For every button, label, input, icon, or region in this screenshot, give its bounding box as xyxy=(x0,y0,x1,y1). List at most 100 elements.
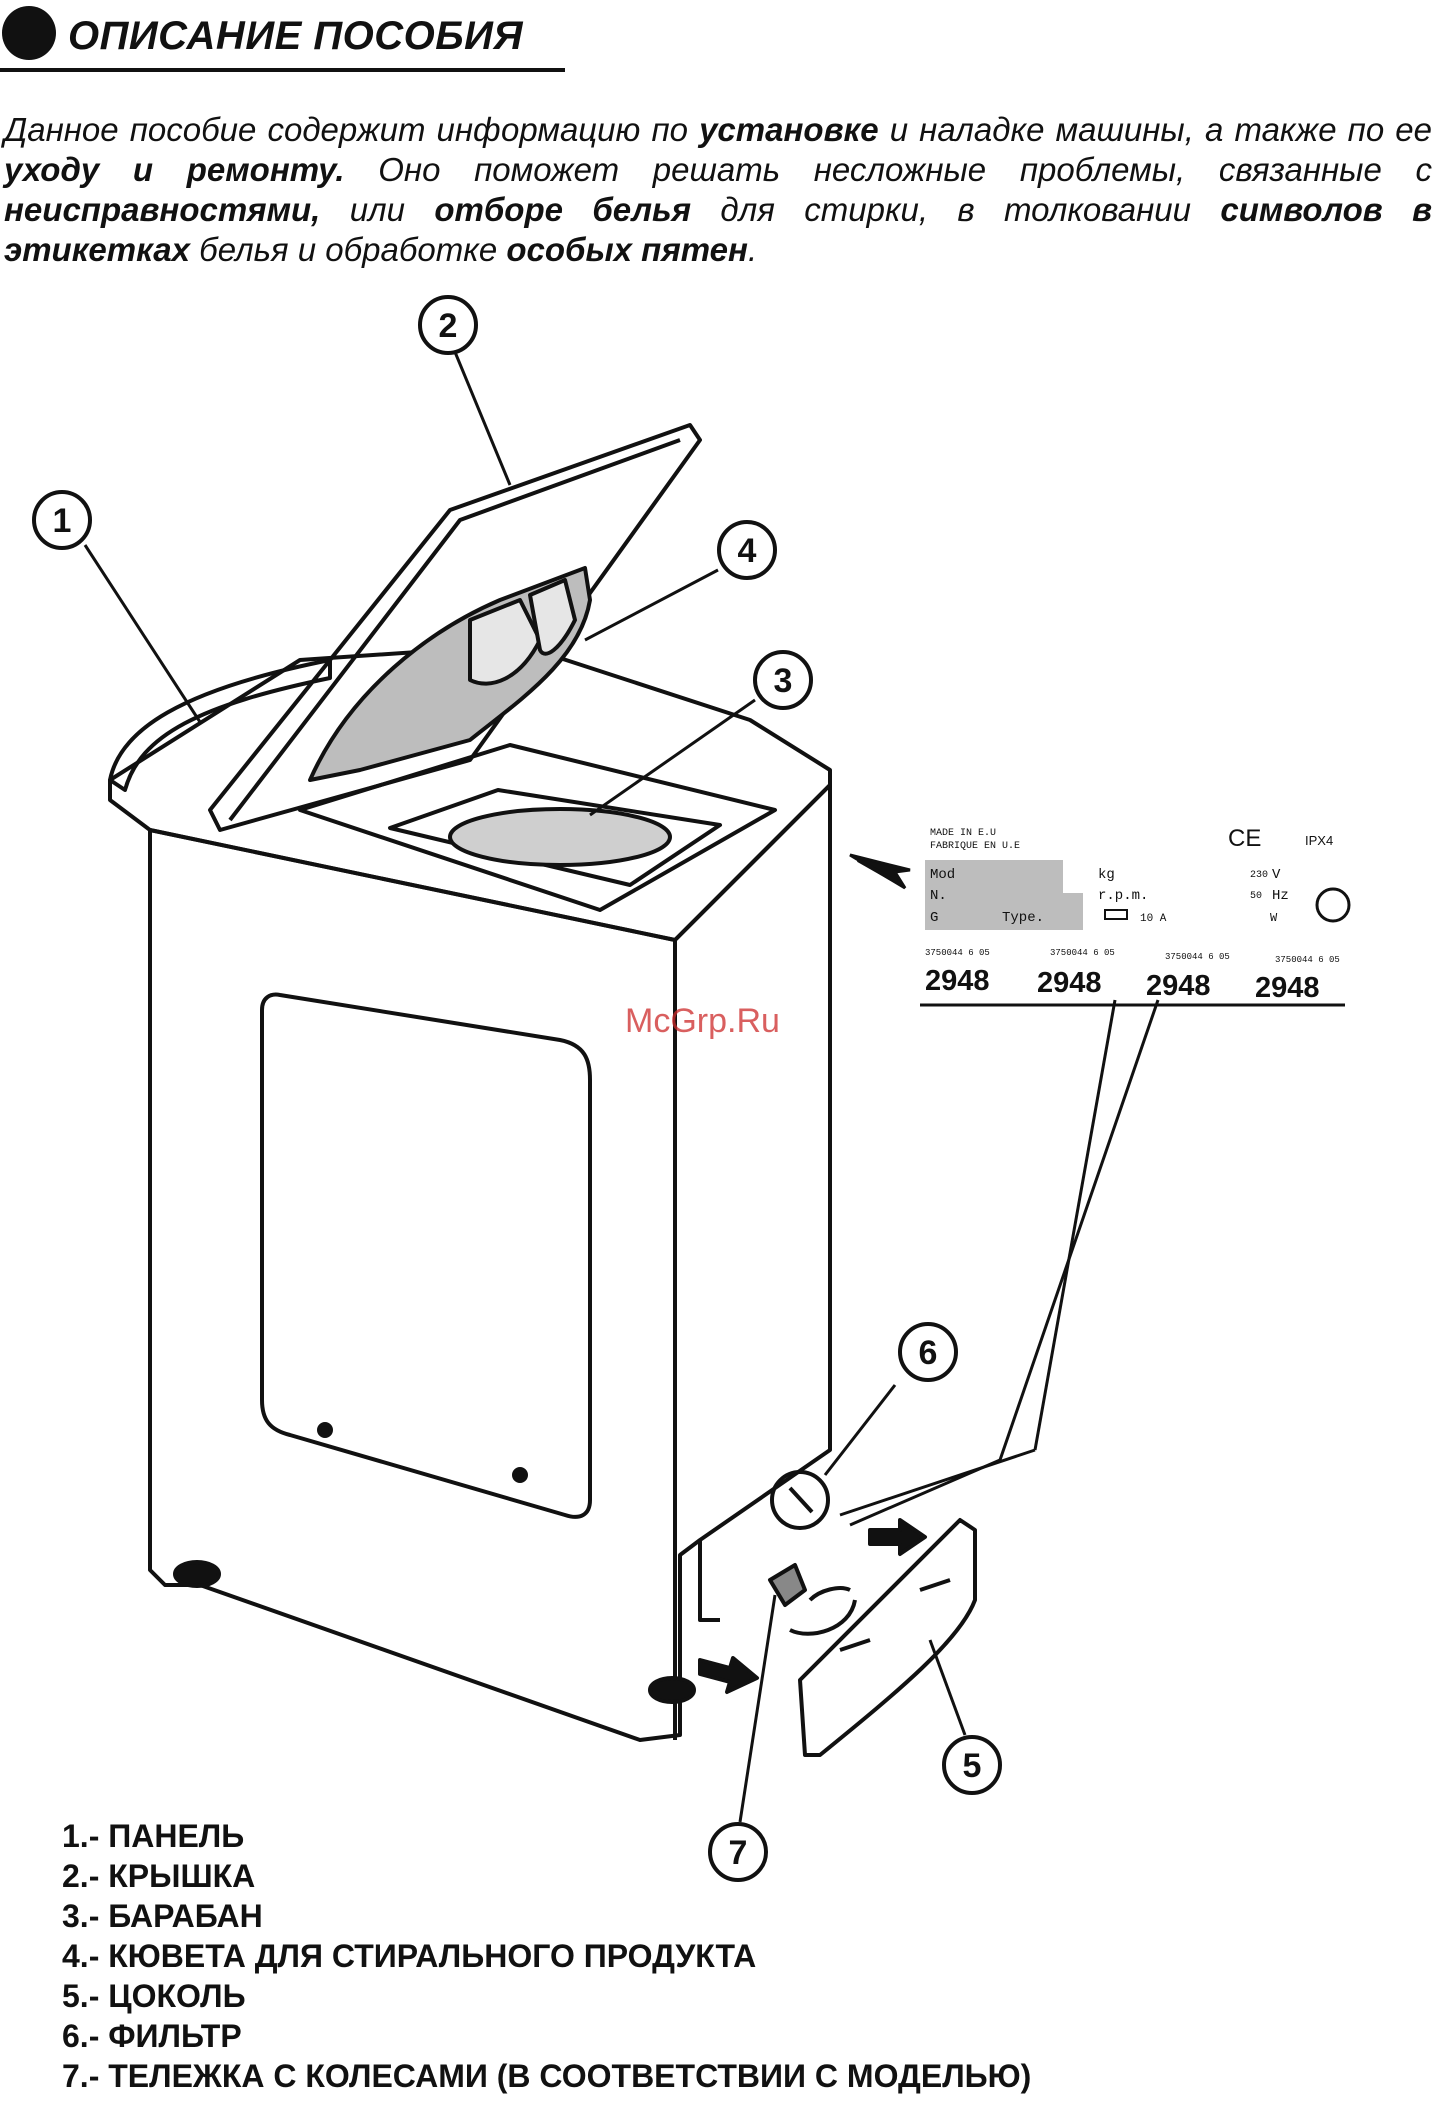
watermark: McGrp.Ru xyxy=(625,1002,780,1040)
legend-item: 5.- ЦОКОЛЬ xyxy=(62,1978,246,2014)
legend-item: 7.- ТЕЛЕЖКА С КОЛЕСАМИ (В СООТВЕТСТВИИ С… xyxy=(62,2058,1032,2094)
fuse-symbol xyxy=(1104,909,1128,920)
leader-line-1 xyxy=(83,544,202,723)
intro-text-bold: символов в этикетках xyxy=(4,191,1432,268)
panel-screw xyxy=(512,1467,528,1483)
plate-amp-label: 10 A xyxy=(1140,913,1167,925)
leader-line-4 xyxy=(584,568,719,642)
arrow-curved xyxy=(808,1586,851,1602)
drawer-slot xyxy=(528,578,577,656)
arrow-right xyxy=(698,1656,759,1694)
machine-lid xyxy=(208,423,702,832)
callout-number-5: 5 xyxy=(963,1747,982,1785)
plate-code: 3750044 6 05 xyxy=(1165,952,1230,962)
intro-text: белья и обработке xyxy=(189,231,507,268)
plate-n-label: N. xyxy=(930,888,947,904)
plate-pointer-line xyxy=(1033,999,1117,1451)
ce-mark: CE xyxy=(1228,825,1261,852)
cabinet-base-section xyxy=(698,1540,720,1622)
drum xyxy=(448,807,672,867)
plate-watt-unit: W xyxy=(1270,911,1278,925)
callout-number-6: 6 xyxy=(919,1334,938,1372)
plate-code: 3750044 6 05 xyxy=(925,948,990,958)
intro-text: или xyxy=(320,191,435,228)
plate-kg-label: kg xyxy=(1098,867,1115,883)
intro-paragraph: Данное пособие содержит информацию по ус… xyxy=(4,110,1432,270)
page-title: ОПИСАНИЕ ПОСОБИЯ xyxy=(68,14,524,58)
callout-circle-3 xyxy=(753,650,813,710)
arrow-right xyxy=(868,1518,927,1556)
leader-line-7 xyxy=(738,1594,777,1823)
legend-item: 2.- КРЫШКА xyxy=(62,1858,256,1894)
intro-text-bold: отборе белья xyxy=(434,191,692,228)
intro-text-bold: уходу и ремонту. xyxy=(4,151,345,188)
callout-circle-1 xyxy=(32,490,92,550)
parts-legend: 1.- ПАНЕЛЬ 2.- КРЫШКА 3.- БАРАБАН 4.- КЮ… xyxy=(62,1816,1031,2096)
section-bullet xyxy=(2,6,56,60)
legend-item: 1.- ПАНЕЛЬ xyxy=(62,1818,245,1854)
intro-text-bold: особых пятен xyxy=(506,231,748,268)
plate-voltage-unit: V xyxy=(1272,867,1281,883)
legend-item: 3.- БАРАБАН xyxy=(62,1898,263,1934)
plate-gray-field xyxy=(925,860,1083,930)
plate-freq-value: 50 xyxy=(1250,891,1262,902)
intro-text: для стирки, в толковании xyxy=(691,191,1221,228)
machine-cabinet xyxy=(148,783,832,1742)
intro-text: Данное пособие содержит информацию по xyxy=(4,111,700,148)
machine-foot xyxy=(173,1560,221,1588)
callout-circle-7 xyxy=(708,1822,768,1882)
plate-fabrique: FABRIQUE EN U.E xyxy=(930,841,1020,852)
plate-pointer-line xyxy=(998,999,1160,1461)
leader-line-5 xyxy=(928,1639,967,1736)
legend-item: 4.- КЮВЕТА ДЛЯ СТИРАЛЬНОГО ПРОДУКТА xyxy=(62,1938,757,1974)
rating-plate: MADE IN E.U FABRIQUE EN U.E CE IPX4 Mod … xyxy=(849,825,1351,1007)
ipx-rating: IPX4 xyxy=(1305,833,1333,848)
plate-rpm-label: r.p.m. xyxy=(1098,888,1148,904)
plinth-slot xyxy=(919,1578,951,1592)
front-panel xyxy=(260,992,592,1519)
intro-text: и наладке машины, а также по ее xyxy=(878,111,1432,148)
plate-serial: 2948 xyxy=(1146,970,1211,1002)
plate-g-label: G xyxy=(930,910,938,926)
plate-serial: 2948 xyxy=(925,965,990,997)
panel-screw xyxy=(317,1422,333,1438)
lid-inner-edge xyxy=(228,438,681,822)
control-panel xyxy=(108,658,332,792)
plate-freq-unit: Hz xyxy=(1272,888,1289,904)
plate-pointer-line xyxy=(849,1458,1001,1527)
intro-text: Оно поможет решать несложные проблемы, с… xyxy=(344,151,1432,188)
callout-number-4: 4 xyxy=(738,532,757,570)
plate-arrow-shaft xyxy=(857,858,903,887)
legend-item: 6.- ФИЛЬТР xyxy=(62,2018,242,2054)
section-header: ОПИСАНИЕ ПОСОБИЯ xyxy=(0,0,565,80)
leader-line-3 xyxy=(589,698,756,817)
plate-serial: 2948 xyxy=(1255,972,1320,1004)
plate-type-label: Type. xyxy=(1002,910,1044,926)
arrow-curved xyxy=(789,1599,857,1636)
callout-circle-5 xyxy=(942,1735,1002,1795)
trolley-wheel xyxy=(768,1563,807,1607)
intro-text: . xyxy=(747,231,758,268)
intro-text-bold: неисправностями, xyxy=(4,191,321,228)
machine-foot xyxy=(648,1676,696,1704)
plate-mod-label: Mod xyxy=(930,867,955,883)
title-underline xyxy=(0,68,565,72)
callout-number-3: 3 xyxy=(774,662,793,700)
filter-notch xyxy=(788,1486,814,1514)
callout-circle-6 xyxy=(898,1322,958,1382)
plate-code: 3750044 6 05 xyxy=(1050,948,1115,958)
plinth-slot xyxy=(839,1638,871,1652)
plate-pointer-line xyxy=(839,1448,1036,1517)
callout-number-7: 7 xyxy=(729,1834,748,1872)
plate-code: 3750044 6 05 xyxy=(1275,955,1340,965)
callout-circle-2 xyxy=(418,295,478,355)
plinth xyxy=(798,1518,977,1757)
filter-cap xyxy=(770,1470,830,1530)
plate-serial: 2948 xyxy=(1037,967,1102,999)
callout-number-1: 1 xyxy=(53,502,72,540)
callout-circle-4 xyxy=(717,520,777,580)
plate-made-in: MADE IN E.U xyxy=(930,828,996,839)
intro-text-bold: установке xyxy=(699,111,879,148)
callout-number-2: 2 xyxy=(439,307,458,345)
